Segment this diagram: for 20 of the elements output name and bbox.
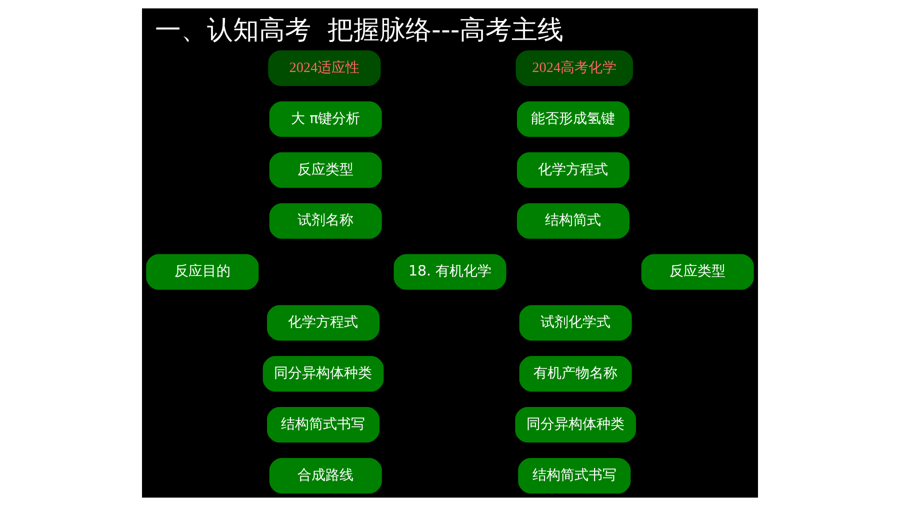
node-box: 反应类型	[269, 152, 382, 188]
node-box: 同分异构体种类	[515, 407, 636, 443]
node-box: 18. 有机化学	[394, 254, 506, 290]
node-box: 同分异构体种类	[262, 356, 384, 392]
node-box: 化学方程式	[516, 152, 630, 188]
node-box: 有机产物名称	[519, 356, 632, 392]
node-box: 2024适应性	[268, 50, 381, 86]
node-box: 试剂化学式	[519, 305, 632, 341]
diagram-title: 一、认知高考 把握脉络---高考主线	[154, 16, 564, 46]
node-box: 结构简式	[516, 203, 630, 239]
node-box: 大 π键分析	[269, 101, 382, 137]
node-box: 化学方程式	[266, 305, 380, 341]
node-box: 结构简式书写	[518, 458, 631, 494]
node-box: 反应类型	[641, 254, 754, 290]
node-box: 合成路线	[269, 458, 382, 494]
node-box: 2024高考化学	[516, 50, 634, 86]
node-box: 反应目的	[146, 254, 259, 290]
node-box: 结构简式书写	[266, 407, 380, 443]
node-box: 试剂名称	[269, 203, 382, 239]
node-box: 能否形成氢键	[516, 101, 630, 137]
